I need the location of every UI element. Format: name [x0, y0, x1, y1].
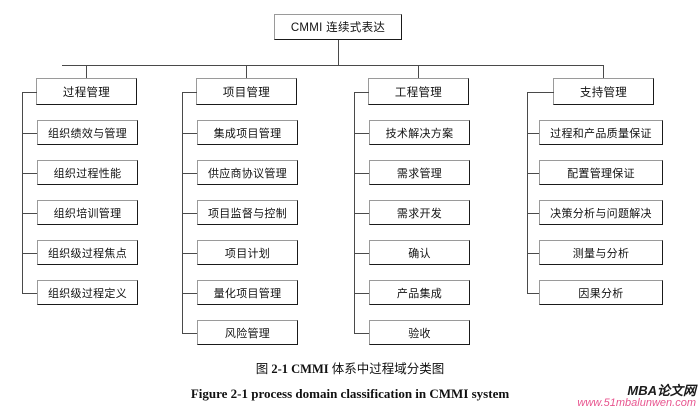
- header-drop-line-4: [603, 65, 604, 78]
- column-stub-3-1: [354, 173, 369, 174]
- column-stub-1-1: [22, 173, 37, 174]
- process-area-4-0: 过程和产品质量保证: [539, 120, 663, 145]
- process-area-1-3: 组织级过程焦点: [37, 240, 138, 265]
- process-area-2-5: 风险管理: [197, 320, 298, 345]
- column-stub-3-head: [354, 92, 369, 93]
- column-stub-2-4: [182, 293, 197, 294]
- column-spine-4: [527, 92, 528, 294]
- column-stub-1-0: [22, 133, 37, 134]
- column-header-4: 支持管理: [553, 78, 654, 105]
- column-stub-3-4: [354, 293, 369, 294]
- column-stub-4-head: [527, 92, 554, 93]
- process-area-3-3: 确认: [369, 240, 470, 265]
- caption-cn-prefix: 图: [255, 362, 272, 376]
- column-stub-4-4: [527, 293, 539, 294]
- header-drop-line-2: [246, 65, 247, 78]
- column-stub-4-2: [527, 213, 539, 214]
- caption-cn-suffix: 体系中过程域分类图: [328, 362, 445, 376]
- column-stub-2-1: [182, 173, 197, 174]
- process-area-4-4: 因果分析: [539, 280, 663, 305]
- process-area-3-5: 验收: [369, 320, 470, 345]
- process-area-3-0: 技术解决方案: [369, 120, 470, 145]
- root-trunk-line: [338, 40, 339, 65]
- process-area-4-1: 配置管理保证: [539, 160, 663, 185]
- process-area-2-4: 量化项目管理: [197, 280, 298, 305]
- watermark: MBA论文网 www.51mbalunwen.com: [577, 384, 696, 409]
- caption-cn-number: 2-1 CMMI: [271, 362, 329, 376]
- column-stub-3-3: [354, 253, 369, 254]
- column-stub-2-2: [182, 213, 197, 214]
- column-stub-4-0: [527, 133, 539, 134]
- column-header-1: 过程管理: [36, 78, 137, 105]
- process-area-3-1: 需求管理: [369, 160, 470, 185]
- root-node: CMMI 连续式表达: [274, 14, 402, 40]
- column-spine-1: [22, 92, 23, 294]
- column-stub-3-0: [354, 133, 369, 134]
- column-stub-2-3: [182, 253, 197, 254]
- column-stub-4-1: [527, 173, 539, 174]
- process-area-4-2: 决策分析与问题解决: [539, 200, 663, 225]
- column-stub-2-5: [182, 333, 197, 334]
- process-area-2-1: 供应商协议管理: [197, 160, 298, 185]
- process-area-3-2: 需求开发: [369, 200, 470, 225]
- column-stub-3-5: [354, 333, 369, 334]
- header-bus-line: [62, 65, 603, 66]
- process-area-1-4: 组织级过程定义: [37, 280, 138, 305]
- watermark-url: www.51mbalunwen.com: [577, 396, 696, 409]
- column-stub-2-0: [182, 133, 197, 134]
- process-area-1-2: 组织培训管理: [37, 200, 138, 225]
- column-stub-4-3: [527, 253, 539, 254]
- column-stub-1-2: [22, 213, 37, 214]
- process-area-1-1: 组织过程性能: [37, 160, 138, 185]
- column-stub-3-2: [354, 213, 369, 214]
- column-stub-1-head: [22, 92, 37, 93]
- column-header-3: 工程管理: [368, 78, 469, 105]
- process-area-2-2: 项目监督与控制: [197, 200, 298, 225]
- process-area-2-3: 项目计划: [197, 240, 298, 265]
- process-area-1-0: 组织绩效与管理: [37, 120, 138, 145]
- header-drop-line-3: [418, 65, 419, 78]
- column-header-2: 项目管理: [196, 78, 297, 105]
- column-stub-2-head: [182, 92, 197, 93]
- header-drop-line-1: [86, 65, 87, 78]
- figure-caption-chinese: 图 2-1 CMMI 体系中过程域分类图: [0, 358, 700, 377]
- process-area-3-4: 产品集成: [369, 280, 470, 305]
- process-area-2-0: 集成项目管理: [197, 120, 298, 145]
- figure-caption-english: Figure 2-1 process domain classification…: [190, 386, 510, 401]
- watermark-brand: MBA论文网: [627, 383, 696, 398]
- column-stub-1-4: [22, 293, 37, 294]
- process-area-4-3: 测量与分析: [539, 240, 663, 265]
- column-stub-1-3: [22, 253, 37, 254]
